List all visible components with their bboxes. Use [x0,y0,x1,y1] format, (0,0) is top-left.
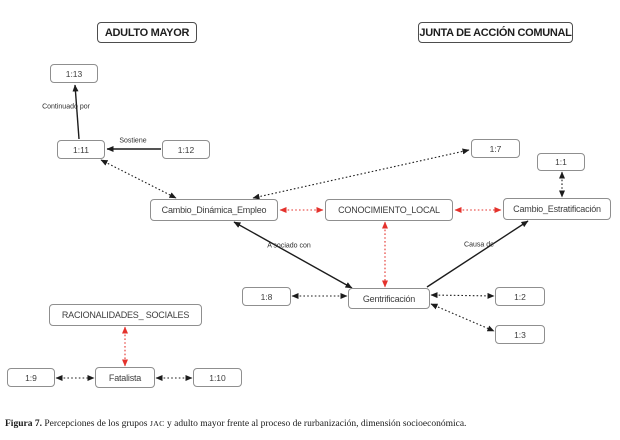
edge-1:11--1:13 [72,84,80,140]
caption-figure-number: Figura 7. [5,419,42,429]
edge-1:11--cambio-dinamica-empleo [100,159,177,199]
node-gentrificacion: Gentrificación [348,288,430,309]
edge-gentrificacion--cambio-estratificacion [426,220,529,288]
node-fatalista: Fatalista [95,367,155,388]
node-cambio-dinamica-empleo: Cambio_Dinámica_Empleo [150,199,278,221]
edge-gentrificacion--cambio-dinamica-empleo [233,221,353,289]
edge-cambio-dinamica-empleo--1:7 [252,148,470,200]
node-1:1: 1:1 [537,153,585,171]
edge-gentrificacion--1:3 [430,303,495,332]
node-cambio-estratificacion: Cambio_Estratificación [503,198,611,220]
node-1:8: 1:8 [242,287,291,306]
caption-smallcaps-jac: JAC [149,419,165,428]
caption-text-after: y adulto mayor frente al proceso de rurb… [164,419,467,429]
edge-gentrificacion--1:2 [430,292,495,299]
node-1:13: 1:13 [50,64,98,83]
node-junta-accion-comunal: JUNTA DE ACCIÓN COMUNAL [418,22,573,43]
node-1:11: 1:11 [57,140,105,159]
node-adulto-mayor: ADULTO MAYOR [97,22,197,43]
node-1:12: 1:12 [162,140,210,159]
caption-text-before: Percepciones de los grupos [41,419,150,429]
node-conocimiento-local: CONOCIMIENTO_LOCAL [325,199,453,221]
figure-caption: Figura 7. Percepciones de los grupos JAC… [5,419,615,429]
node-1:9: 1:9 [7,368,55,387]
edges-layer [55,84,565,381]
node-1:7: 1:7 [471,139,520,158]
node-1:10: 1:10 [193,368,242,387]
node-1:3: 1:3 [495,325,545,344]
node-racionalidades-sociales: RACIONALIDADES_ SOCIALES [49,304,202,326]
node-1:2: 1:2 [495,287,545,306]
